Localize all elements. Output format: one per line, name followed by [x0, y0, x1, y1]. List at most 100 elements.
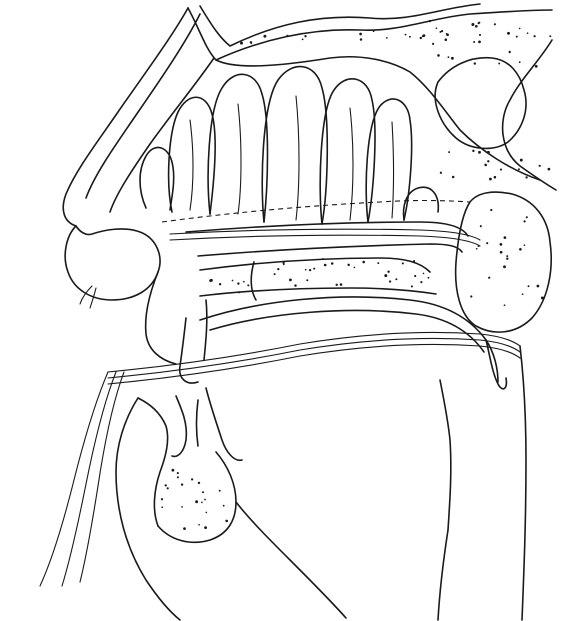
stipple-dot [473, 41, 475, 43]
stipple-dot [336, 284, 338, 286]
stipple-dot [478, 22, 480, 24]
stipple-dot [486, 242, 488, 244]
stipple-dot [243, 281, 245, 283]
stipple-dot [526, 216, 528, 218]
stipple-dot [480, 225, 482, 227]
stipple-dot [506, 255, 508, 257]
stipple-dot [439, 31, 441, 33]
stipple-dot [487, 151, 490, 154]
stipple-dot [536, 285, 539, 288]
nasal-bridge [63, 8, 214, 226]
stipple-dot [362, 261, 365, 264]
stipple-dot [518, 168, 520, 170]
stipple-dot [247, 284, 249, 286]
stipple-dot [520, 159, 523, 162]
stipple-dot [420, 281, 422, 283]
stipple-dot [539, 165, 541, 167]
stipple-dot [478, 151, 481, 154]
stipple-dot [436, 27, 438, 29]
stipple-dot [487, 160, 489, 162]
stipple-dot [377, 262, 379, 264]
stipple-dot [395, 278, 397, 280]
stipple-dot [204, 499, 206, 501]
stipple-dot [283, 263, 285, 265]
stipple-dot [411, 285, 413, 287]
stipple-dot [219, 490, 221, 492]
stipple-dot [360, 38, 363, 41]
stipple-dot [504, 236, 507, 239]
stipple-dot [402, 262, 404, 264]
stipple-dot [506, 258, 508, 260]
stipple-dot [354, 267, 356, 269]
stipple-dot [347, 264, 349, 266]
stipple-dot [440, 172, 442, 174]
bone-stippling [161, 20, 551, 530]
stipple-dot [219, 283, 221, 285]
stipple-dot [205, 512, 207, 514]
stipple-dot [210, 279, 213, 282]
stipple-dot [359, 33, 362, 36]
stipple-dot [446, 33, 449, 36]
stipple-dot [289, 279, 292, 282]
stipple-dot [533, 35, 535, 37]
stipple-dot [202, 491, 204, 493]
stipple-dot [507, 32, 510, 35]
stipple-dot [525, 176, 527, 178]
stipple-dot [470, 295, 472, 297]
stipple-dot [304, 35, 306, 37]
stipple-dot [309, 269, 311, 271]
sinus-cavity [435, 58, 526, 149]
stipple-dot [198, 524, 200, 526]
stipple-dot [161, 498, 163, 500]
stipple-dot [519, 248, 522, 251]
lower-jaw-outline [116, 346, 526, 620]
stipple-dot [223, 505, 225, 507]
stipple-dot [384, 274, 387, 277]
stipple-dot [331, 262, 334, 265]
stipple-dot [519, 28, 521, 30]
stipple-dot [541, 296, 544, 299]
stipple-dot [181, 506, 183, 508]
stipple-dot [500, 243, 503, 246]
stipple-dot [387, 271, 389, 273]
stipple-dot [428, 277, 430, 279]
stipple-dot [167, 487, 169, 489]
stipple-dot [225, 520, 228, 523]
nasal-turbinates [140, 67, 438, 224]
stipple-dot [437, 54, 440, 57]
hard-palate [186, 222, 468, 300]
stipple-dot [389, 280, 391, 282]
stipple-dot [201, 502, 203, 504]
stipple-dot [286, 35, 288, 37]
stipple-dot [476, 248, 478, 250]
stipple-dot [524, 244, 526, 246]
stipple-dot [474, 62, 476, 64]
stipple-dot [413, 260, 415, 262]
stipple-dot [519, 61, 521, 63]
stipple-dot [523, 220, 525, 222]
stipple-dot [195, 500, 198, 503]
stipple-dot [177, 472, 179, 474]
shaded-gland [456, 192, 552, 332]
stipple-dot [232, 280, 234, 282]
stipple-dot [429, 20, 431, 22]
stipple-dot [409, 36, 411, 38]
stipple-dot [432, 43, 434, 45]
stipple-dot [302, 38, 304, 40]
stipple-dot [420, 37, 422, 39]
stipple-dot [500, 251, 503, 254]
stipple-dot [500, 169, 502, 171]
stipple-dot [488, 277, 490, 279]
descending-nerves [40, 372, 124, 586]
stipple-dot [528, 285, 530, 287]
stipple-dot [324, 264, 327, 267]
stipple-dot [548, 168, 551, 171]
stipple-dot [250, 42, 252, 44]
stipple-dot [405, 34, 407, 36]
stipple-dot [479, 34, 481, 36]
stipple-dot [527, 32, 529, 34]
stipple-dot [471, 23, 474, 26]
stipple-dot [386, 37, 388, 39]
stipple-dot [448, 151, 450, 153]
